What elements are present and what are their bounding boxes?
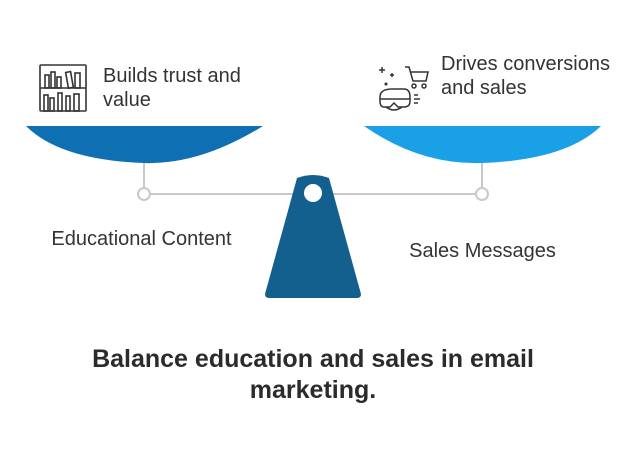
right-side-label: Sales Messages bbox=[409, 240, 556, 262]
left-beam-joint bbox=[137, 187, 151, 201]
left-side-label: Educational Content bbox=[51, 228, 232, 250]
right-benefit-text: Drives conversions and sales bbox=[441, 53, 610, 99]
headline: Balance education and sales in email mar… bbox=[92, 345, 534, 404]
shopping-vr-icon bbox=[374, 59, 430, 115]
left-benefit-text: Builds trust and value bbox=[103, 65, 241, 111]
right-beam-joint bbox=[475, 187, 489, 201]
left-pan bbox=[26, 126, 263, 164]
books-icon bbox=[38, 63, 88, 113]
right-pan bbox=[364, 126, 601, 164]
fulcrum-pivot bbox=[302, 182, 324, 204]
fulcrum bbox=[265, 175, 361, 298]
